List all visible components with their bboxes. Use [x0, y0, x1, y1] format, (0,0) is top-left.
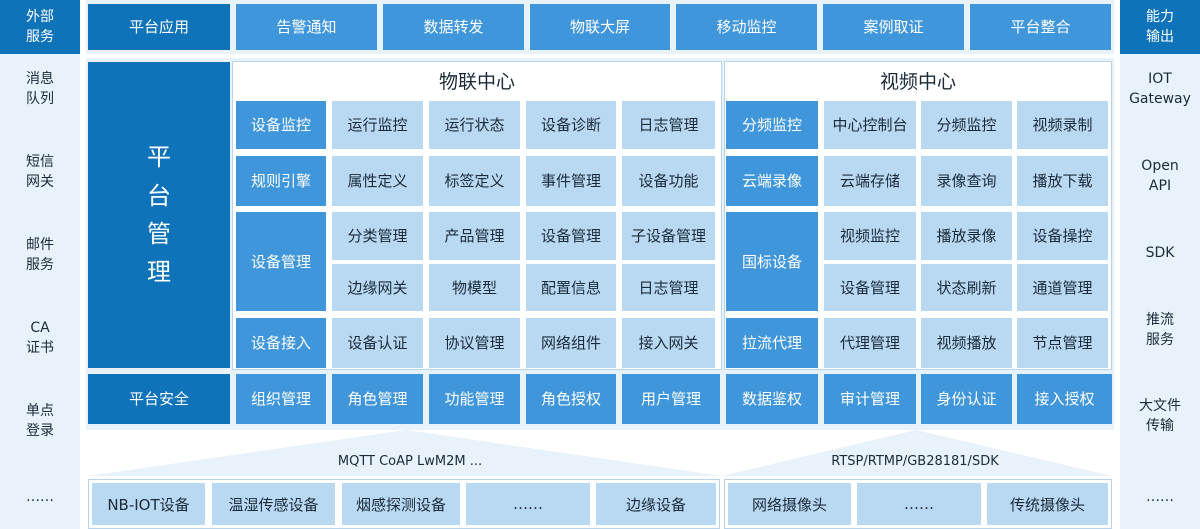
iot-item: 物模型 — [429, 264, 520, 311]
iot-item: 日志管理 — [622, 101, 715, 149]
iot-item: 设备管理 — [526, 212, 616, 260]
video-item: 云端存储 — [824, 156, 916, 206]
security-item: 接入授权 — [1017, 374, 1112, 424]
left-sidebar — [0, 0, 80, 529]
right-sidebar-header: 能力输出 — [1120, 0, 1200, 54]
security-item: 审计管理 — [824, 374, 916, 424]
video-item: 视频录制 — [1017, 101, 1108, 149]
video-device-item: 传统摄像头 — [987, 483, 1108, 525]
iot-device-item: 温湿传感设备 — [212, 483, 335, 525]
security-item: 组织管理 — [236, 374, 326, 424]
iot-item: 接入网关 — [622, 318, 715, 368]
top-item-mobile: 移动监控 — [676, 4, 817, 50]
iot-device-item: NB-IOT设备 — [92, 483, 205, 525]
platform-management-char: 台 — [147, 181, 171, 210]
iot-item: 设备功能 — [622, 156, 715, 206]
iot-item: 设备诊断 — [526, 101, 616, 149]
iot-item: 子设备管理 — [622, 212, 715, 260]
iot-item: 运行状态 — [429, 101, 520, 149]
top-item-forward: 数据转发 — [383, 4, 524, 50]
iot-category-rules: 规则引擎 — [236, 156, 326, 206]
video-item: 通道管理 — [1017, 264, 1108, 311]
sidebar-item-large-file: 大文件传输 — [1139, 397, 1181, 434]
platform-management-char: 管 — [147, 220, 171, 248]
video-item: 播放录像 — [921, 212, 1012, 260]
iot-item: 产品管理 — [429, 212, 520, 260]
sidebar-item-sms-gateway: 短信网关 — [26, 153, 54, 190]
iot-device-item: 烟感探测设备 — [342, 483, 460, 525]
video-item: 状态刷新 — [921, 264, 1012, 311]
video-item: 中心控制台 — [824, 101, 916, 149]
iot-center-title: 物联中心 — [438, 70, 515, 93]
iot-device-item: 边缘设备 — [596, 483, 716, 525]
video-device-item: …… — [857, 483, 981, 525]
iot-category-device-mgmt: 设备管理 — [236, 212, 326, 311]
video-item: 设备管理 — [824, 264, 916, 311]
iot-item: 协议管理 — [429, 318, 520, 368]
iot-item: 标签定义 — [429, 156, 520, 206]
sidebar-item-mail-service: 邮件服务 — [26, 236, 54, 273]
video-item: 录像查询 — [921, 156, 1012, 206]
video-item: 节点管理 — [1017, 318, 1108, 368]
top-item-alert: 告警通知 — [236, 4, 377, 50]
video-item: 播放下载 — [1017, 156, 1108, 206]
video-category-cloud: 云端录像 — [726, 156, 818, 206]
sidebar-item-push-stream: 推流服务 — [1146, 311, 1174, 348]
platform-management: 平 台 管 理 — [88, 62, 230, 368]
video-protocol-label: RTSP/RTMP/GB28181/SDK — [831, 453, 999, 469]
sidebar-item-more: …… — [26, 488, 54, 505]
security-row-header: 平台安全 — [88, 374, 230, 424]
video-item: 代理管理 — [824, 318, 916, 368]
iot-item: 网络组件 — [526, 318, 616, 368]
security-item: 用户管理 — [622, 374, 720, 424]
security-item: 功能管理 — [429, 374, 520, 424]
iot-item: 日志管理 — [622, 264, 715, 311]
platform-management-char: 理 — [147, 258, 171, 287]
sidebar-item-more: …… — [1146, 488, 1174, 505]
right-sidebar — [1120, 0, 1200, 529]
top-item-evidence: 案例取证 — [823, 4, 964, 50]
security-item: 数据鉴权 — [726, 374, 818, 424]
iot-item: 属性定义 — [332, 156, 423, 206]
video-item: 设备操控 — [1017, 212, 1108, 260]
security-item: 角色管理 — [332, 374, 423, 424]
iot-item: 分类管理 — [332, 212, 423, 260]
sidebar-item-sdk: SDK — [1145, 244, 1175, 261]
iot-device-item: …… — [466, 483, 590, 525]
video-category-gb: 国标设备 — [726, 212, 818, 311]
platform-management-char: 平 — [147, 143, 171, 172]
iot-item: 配置信息 — [526, 264, 616, 311]
video-category-split: 分频监控 — [726, 101, 818, 149]
top-row-header: 平台应用 — [88, 4, 230, 50]
sidebar-item-message-queue: 消息队列 — [26, 70, 54, 107]
sidebar-item-sso: 单点登录 — [26, 402, 54, 439]
iot-item: 边缘网关 — [332, 264, 423, 311]
iot-item: 运行监控 — [332, 101, 423, 149]
iot-item: 设备认证 — [332, 318, 423, 368]
video-category-proxy: 拉流代理 — [726, 318, 818, 368]
left-sidebar-header: 外部服务 — [0, 0, 80, 54]
iot-category-monitor: 设备监控 — [236, 101, 326, 149]
security-item: 角色授权 — [526, 374, 616, 424]
top-item-screen: 物联大屏 — [530, 4, 670, 50]
video-device-item: 网络摄像头 — [728, 483, 851, 525]
top-item-integration: 平台整合 — [970, 4, 1111, 50]
video-item: 视频监控 — [824, 212, 916, 260]
iot-item: 事件管理 — [526, 156, 616, 206]
video-center-title: 视频中心 — [879, 70, 956, 93]
iot-category-access: 设备接入 — [236, 318, 326, 368]
security-item: 身份认证 — [921, 374, 1012, 424]
video-item: 分频监控 — [921, 101, 1012, 149]
video-item: 视频播放 — [921, 318, 1012, 368]
iot-protocol-label: MQTT CoAP LwM2M ... — [337, 453, 483, 469]
